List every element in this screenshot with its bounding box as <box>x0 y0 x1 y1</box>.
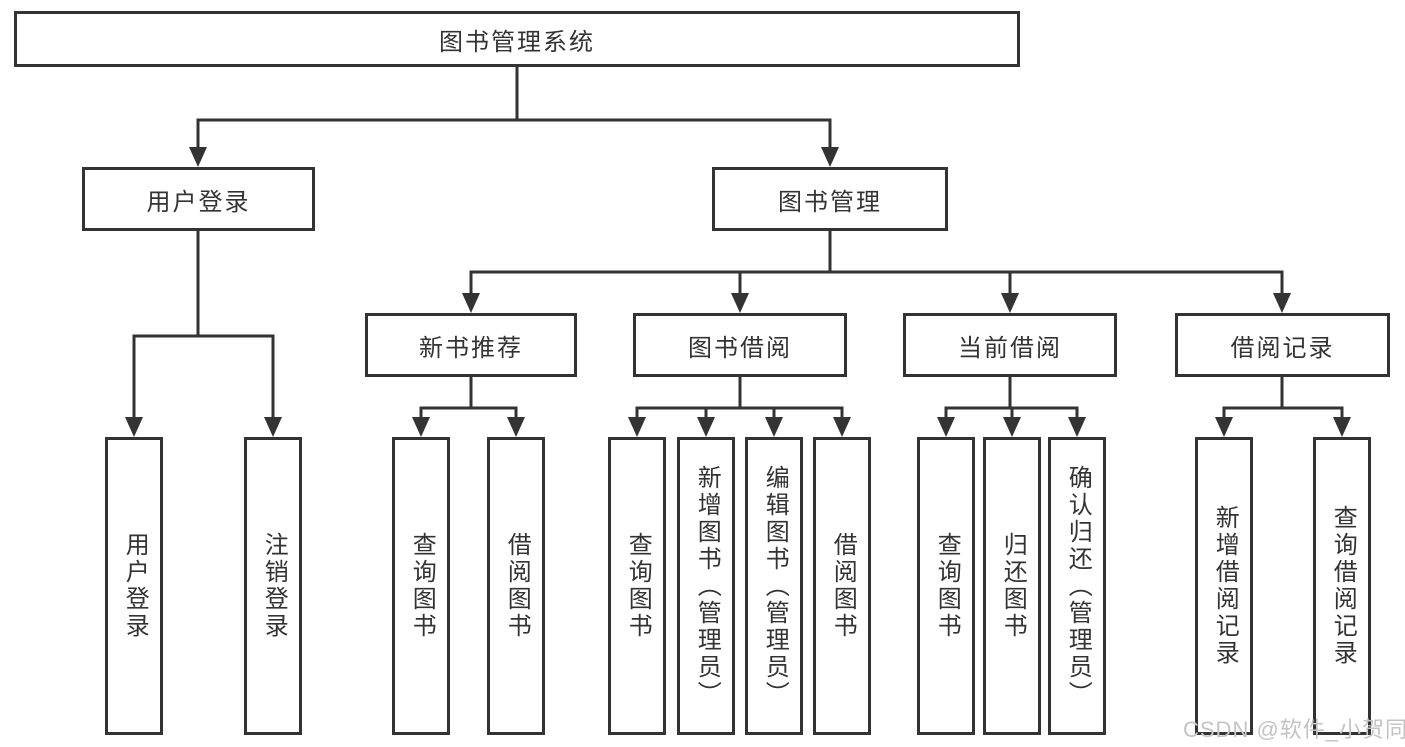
node-label: 图书管理系统 <box>439 28 595 56</box>
node-label: 借阅图书 <box>503 532 531 640</box>
node-label: 归还图书 <box>999 532 1027 640</box>
node-label: 图书借阅 <box>688 334 792 362</box>
node-label: 借阅记录 <box>1230 334 1335 362</box>
node-leaf-edit-book-admin: 编辑图书（管理员） <box>745 437 803 735</box>
node-label: 新书推荐 <box>419 334 523 362</box>
node-leaf-query-books-current: 查询图书 <box>917 437 975 735</box>
node-label: 新增借阅记录 <box>1211 505 1239 667</box>
node-label: 用户登录 <box>121 532 149 640</box>
node-label: 注销登录 <box>260 532 288 640</box>
node-leaf-add-book-admin: 新增图书（管理员） <box>677 437 735 735</box>
node-leaf-query-books-recommend: 查询图书 <box>392 437 450 735</box>
node-leaf-return-book: 归还图书 <box>983 437 1041 735</box>
arrowhead <box>1068 417 1086 437</box>
arrowhead <box>1273 293 1291 313</box>
arrowhead <box>833 417 851 437</box>
node-label: 确认归还（管理员） <box>1064 464 1092 708</box>
node-label: 查询图书 <box>933 532 961 640</box>
arrowhead <box>125 417 143 437</box>
node-current-borrowing: 当前借阅 <box>903 313 1117 377</box>
node-leaf-confirm-return-admin: 确认归还（管理员） <box>1048 437 1106 735</box>
node-new-book-recommendation: 新书推荐 <box>365 313 577 377</box>
node-label: 当前借阅 <box>958 334 1062 362</box>
node-label: 查询图书 <box>624 532 652 640</box>
arrowhead <box>1001 293 1019 313</box>
tree-edges <box>132 65 1344 423</box>
node-leaf-query-books-borrowing: 查询图书 <box>608 437 666 735</box>
node-book-borrowing: 图书借阅 <box>633 313 847 377</box>
node-book-management: 图书管理 <box>712 167 948 231</box>
csdn-watermark: CSDN @软件_小贺同学 <box>1183 717 1405 742</box>
arrowhead <box>731 293 749 313</box>
arrowhead <box>1215 417 1233 437</box>
arrowhead <box>937 417 955 437</box>
arrowhead <box>1003 417 1021 437</box>
node-label: 查询借阅记录 <box>1329 505 1357 667</box>
node-leaf-add-borrow-record: 新增借阅记录 <box>1195 437 1253 735</box>
arrowhead <box>189 147 207 167</box>
node-label: 查询图书 <box>408 532 436 640</box>
arrowhead <box>462 293 480 313</box>
arrowhead <box>697 417 715 437</box>
node-label: 图书管理 <box>778 188 882 216</box>
node-leaf-user-login: 用户登录 <box>105 437 163 735</box>
node-label: 用户登录 <box>146 188 251 216</box>
arrowhead <box>765 417 783 437</box>
arrowhead <box>1333 417 1351 437</box>
arrowhead <box>628 417 646 437</box>
node-leaf-logout: 注销登录 <box>244 437 302 735</box>
arrowhead <box>412 417 430 437</box>
arrowheads <box>125 147 1351 437</box>
node-label: 借阅图书 <box>829 532 857 640</box>
arrowhead <box>264 417 282 437</box>
node-leaf-borrow-books-recommend: 借阅图书 <box>487 437 545 735</box>
node-borrowing-records: 借阅记录 <box>1175 313 1390 377</box>
arrowhead <box>821 147 839 167</box>
node-label: 新增图书（管理员） <box>693 464 721 708</box>
node-user-login: 用户登录 <box>82 167 315 231</box>
arrowhead <box>507 417 525 437</box>
node-leaf-borrow-books: 借阅图书 <box>813 437 871 735</box>
node-library-management-system: 图书管理系统 <box>14 11 1020 67</box>
node-label: 编辑图书（管理员） <box>761 464 789 708</box>
node-leaf-query-borrow-record: 查询借阅记录 <box>1313 437 1371 735</box>
